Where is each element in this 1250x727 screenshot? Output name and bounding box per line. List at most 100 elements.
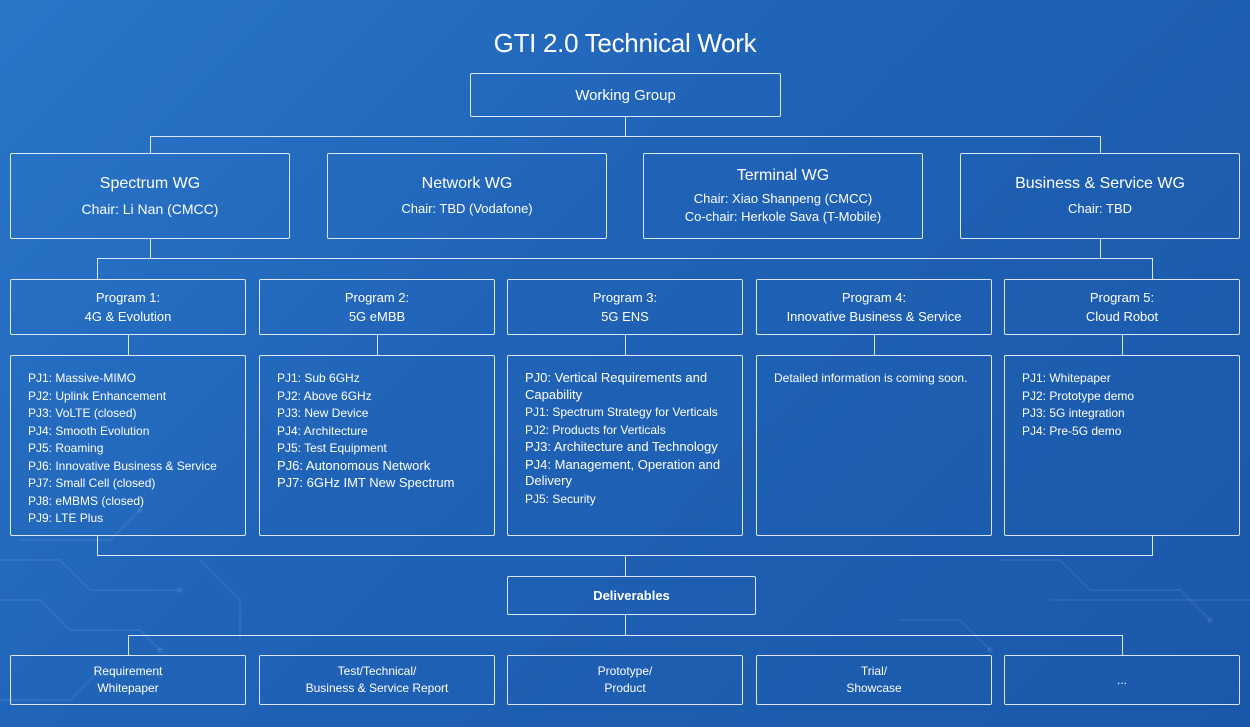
project-item: PJ1: Massive-MIMO bbox=[28, 371, 137, 385]
project-item: PJ7: 6GHz IMT New Spectrum bbox=[277, 475, 455, 490]
wg-spectrum-box: Spectrum WG Chair: Li Nan (CMCC) bbox=[10, 153, 290, 239]
program-3-box: Program 3: 5G ENS bbox=[507, 279, 743, 335]
program-3-projects: PJ0: Vertical Requirements and Capabilit… bbox=[507, 355, 743, 536]
program-label: Program 3: bbox=[592, 290, 658, 305]
deliverable-requirement-box: Requirement Whitepaper bbox=[10, 655, 246, 705]
connector bbox=[625, 117, 626, 136]
connector bbox=[625, 335, 626, 355]
program-label: Program 4: bbox=[841, 290, 907, 305]
project-item: PJ3: New Device bbox=[277, 406, 369, 420]
program-2-box: Program 2: 5G eMBB bbox=[259, 279, 495, 335]
project-item: PJ2: Above 6GHz bbox=[277, 388, 372, 403]
project-item: PJ2: Products for Verticals bbox=[525, 422, 666, 437]
project-item: PJ7: Small Cell (closed) bbox=[28, 476, 156, 490]
program-5-projects: PJ1: Whitepaper PJ2: Prototype demo PJ3:… bbox=[1004, 355, 1240, 536]
deliverable-line: Requirement bbox=[93, 664, 163, 678]
project-item: PJ5: Test Equipment bbox=[277, 441, 387, 455]
wg-chair: Chair: TBD (Vodafone) bbox=[401, 200, 533, 216]
project-item: PJ5: Security bbox=[525, 491, 596, 506]
connector bbox=[97, 536, 98, 555]
project-item: PJ2: Prototype demo bbox=[1022, 388, 1135, 403]
program-name: Innovative Business & Service bbox=[786, 309, 962, 324]
deliverable-line: Product bbox=[604, 681, 646, 695]
connector bbox=[150, 136, 1101, 137]
program-name: 5G eMBB bbox=[348, 309, 406, 324]
project-item: PJ4: Smooth Evolution bbox=[28, 423, 150, 438]
diagram-title: GTI 2.0 Technical Work bbox=[493, 28, 757, 58]
program-1-box: Program 1: 4G & Evolution bbox=[10, 279, 246, 335]
program-4-projects: Detailed information is coming soon. bbox=[756, 355, 992, 536]
program-4-box: Program 4: Innovative Business & Service bbox=[756, 279, 992, 335]
project-item: PJ1: Whitepaper bbox=[1022, 371, 1111, 385]
connector bbox=[97, 258, 98, 279]
program-name: 4G & Evolution bbox=[84, 309, 172, 324]
program-2-projects: PJ1: Sub 6GHz PJ2: Above 6GHz PJ3: New D… bbox=[259, 355, 495, 536]
connector bbox=[150, 239, 151, 258]
project-item: PJ3: VoLTE (closed) bbox=[28, 406, 137, 420]
program-5-box: Program 5: Cloud Robot bbox=[1004, 279, 1240, 335]
wg-terminal-box: Terminal WG Chair: Xiao Shanpeng (CMCC) … bbox=[643, 153, 923, 239]
deliverable-line: Showcase bbox=[846, 681, 902, 695]
project-item: PJ4: Pre-5G demo bbox=[1022, 423, 1122, 438]
project-item: PJ9: LTE Plus bbox=[28, 511, 104, 525]
project-item: PJ2: Uplink Enhancement bbox=[28, 388, 167, 403]
connector bbox=[1122, 335, 1123, 355]
project-item: PJ5: Roaming bbox=[28, 441, 104, 455]
deliverable-line: Test/Technical/ bbox=[337, 664, 417, 678]
project-item: Detailed information is coming soon. bbox=[774, 371, 968, 385]
connector bbox=[1100, 239, 1101, 258]
wg-chair: Chair: Xiao Shanpeng (CMCC) bbox=[693, 190, 873, 206]
working-group-label: Working Group bbox=[575, 86, 676, 104]
deliverable-line: Trial/ bbox=[860, 664, 888, 678]
deliverable-line: Prototype/ bbox=[597, 664, 653, 678]
deliverables-box: Deliverables bbox=[507, 576, 756, 615]
wg-name: Network WG bbox=[421, 174, 513, 192]
deliverable-line: Business & Service Report bbox=[305, 681, 449, 695]
project-item: PJ1: Spectrum Strategy for Verticals bbox=[525, 405, 718, 419]
wg-name: Spectrum WG bbox=[99, 174, 201, 192]
project-item: PJ6: Autonomous Network bbox=[277, 457, 431, 473]
deliverable-line: ... bbox=[1116, 672, 1127, 687]
wg-name: Business & Service WG bbox=[1015, 174, 1185, 192]
project-item: PJ1: Sub 6GHz bbox=[277, 371, 360, 385]
program-name: 5G ENS bbox=[601, 309, 649, 324]
program-label: Program 1: bbox=[95, 290, 161, 305]
program-label: Program 5: bbox=[1089, 290, 1155, 305]
wg-network-box: Network WG Chair: TBD (Vodafone) bbox=[327, 153, 607, 239]
connector bbox=[377, 335, 378, 355]
connector bbox=[128, 635, 129, 655]
program-name: Cloud Robot bbox=[1085, 309, 1159, 324]
connector bbox=[625, 555, 626, 576]
connector bbox=[128, 335, 129, 355]
program-label: Program 2: bbox=[344, 290, 410, 305]
connector bbox=[150, 136, 151, 153]
deliverable-prototype-box: Prototype/ Product bbox=[507, 655, 743, 705]
wg-name: Terminal WG bbox=[736, 166, 830, 184]
connector bbox=[1152, 536, 1153, 555]
wg-chair: Chair: Li Nan (CMCC) bbox=[81, 200, 219, 217]
connector bbox=[1100, 136, 1101, 153]
deliverable-more-box: ... bbox=[1004, 655, 1240, 705]
project-item: PJ8: eMBMS (closed) bbox=[28, 493, 145, 508]
project-item: PJ6: Innovative Business & Service bbox=[28, 458, 217, 473]
project-item: PJ3: 5G integration bbox=[1022, 406, 1125, 420]
project-item: PJ3: Architecture and Technology bbox=[525, 439, 718, 454]
deliverables-label: Deliverables bbox=[593, 588, 670, 603]
wg-cochair: Co-chair: Herkole Sava (T-Mobile) bbox=[684, 208, 882, 224]
deliverable-report-box: Test/Technical/ Business & Service Repor… bbox=[259, 655, 495, 705]
connector bbox=[1122, 635, 1123, 655]
deliverable-trial-box: Trial/ Showcase bbox=[756, 655, 992, 705]
connector bbox=[128, 635, 1123, 636]
project-item: PJ4: Architecture bbox=[277, 423, 368, 438]
working-group-box: Working Group bbox=[470, 73, 781, 117]
program-1-projects: PJ1: Massive-MIMO PJ2: Uplink Enhancemen… bbox=[10, 355, 246, 536]
connector bbox=[1152, 258, 1153, 279]
connector bbox=[874, 335, 875, 355]
connector bbox=[625, 615, 626, 635]
wg-business-service-box: Business & Service WG Chair: TBD bbox=[960, 153, 1240, 239]
connector bbox=[97, 258, 1153, 259]
project-item: PJ0: Vertical Requirements and Capabilit… bbox=[525, 370, 708, 402]
wg-chair: Chair: TBD bbox=[1067, 200, 1133, 216]
deliverable-line: Whitepaper bbox=[97, 681, 159, 695]
